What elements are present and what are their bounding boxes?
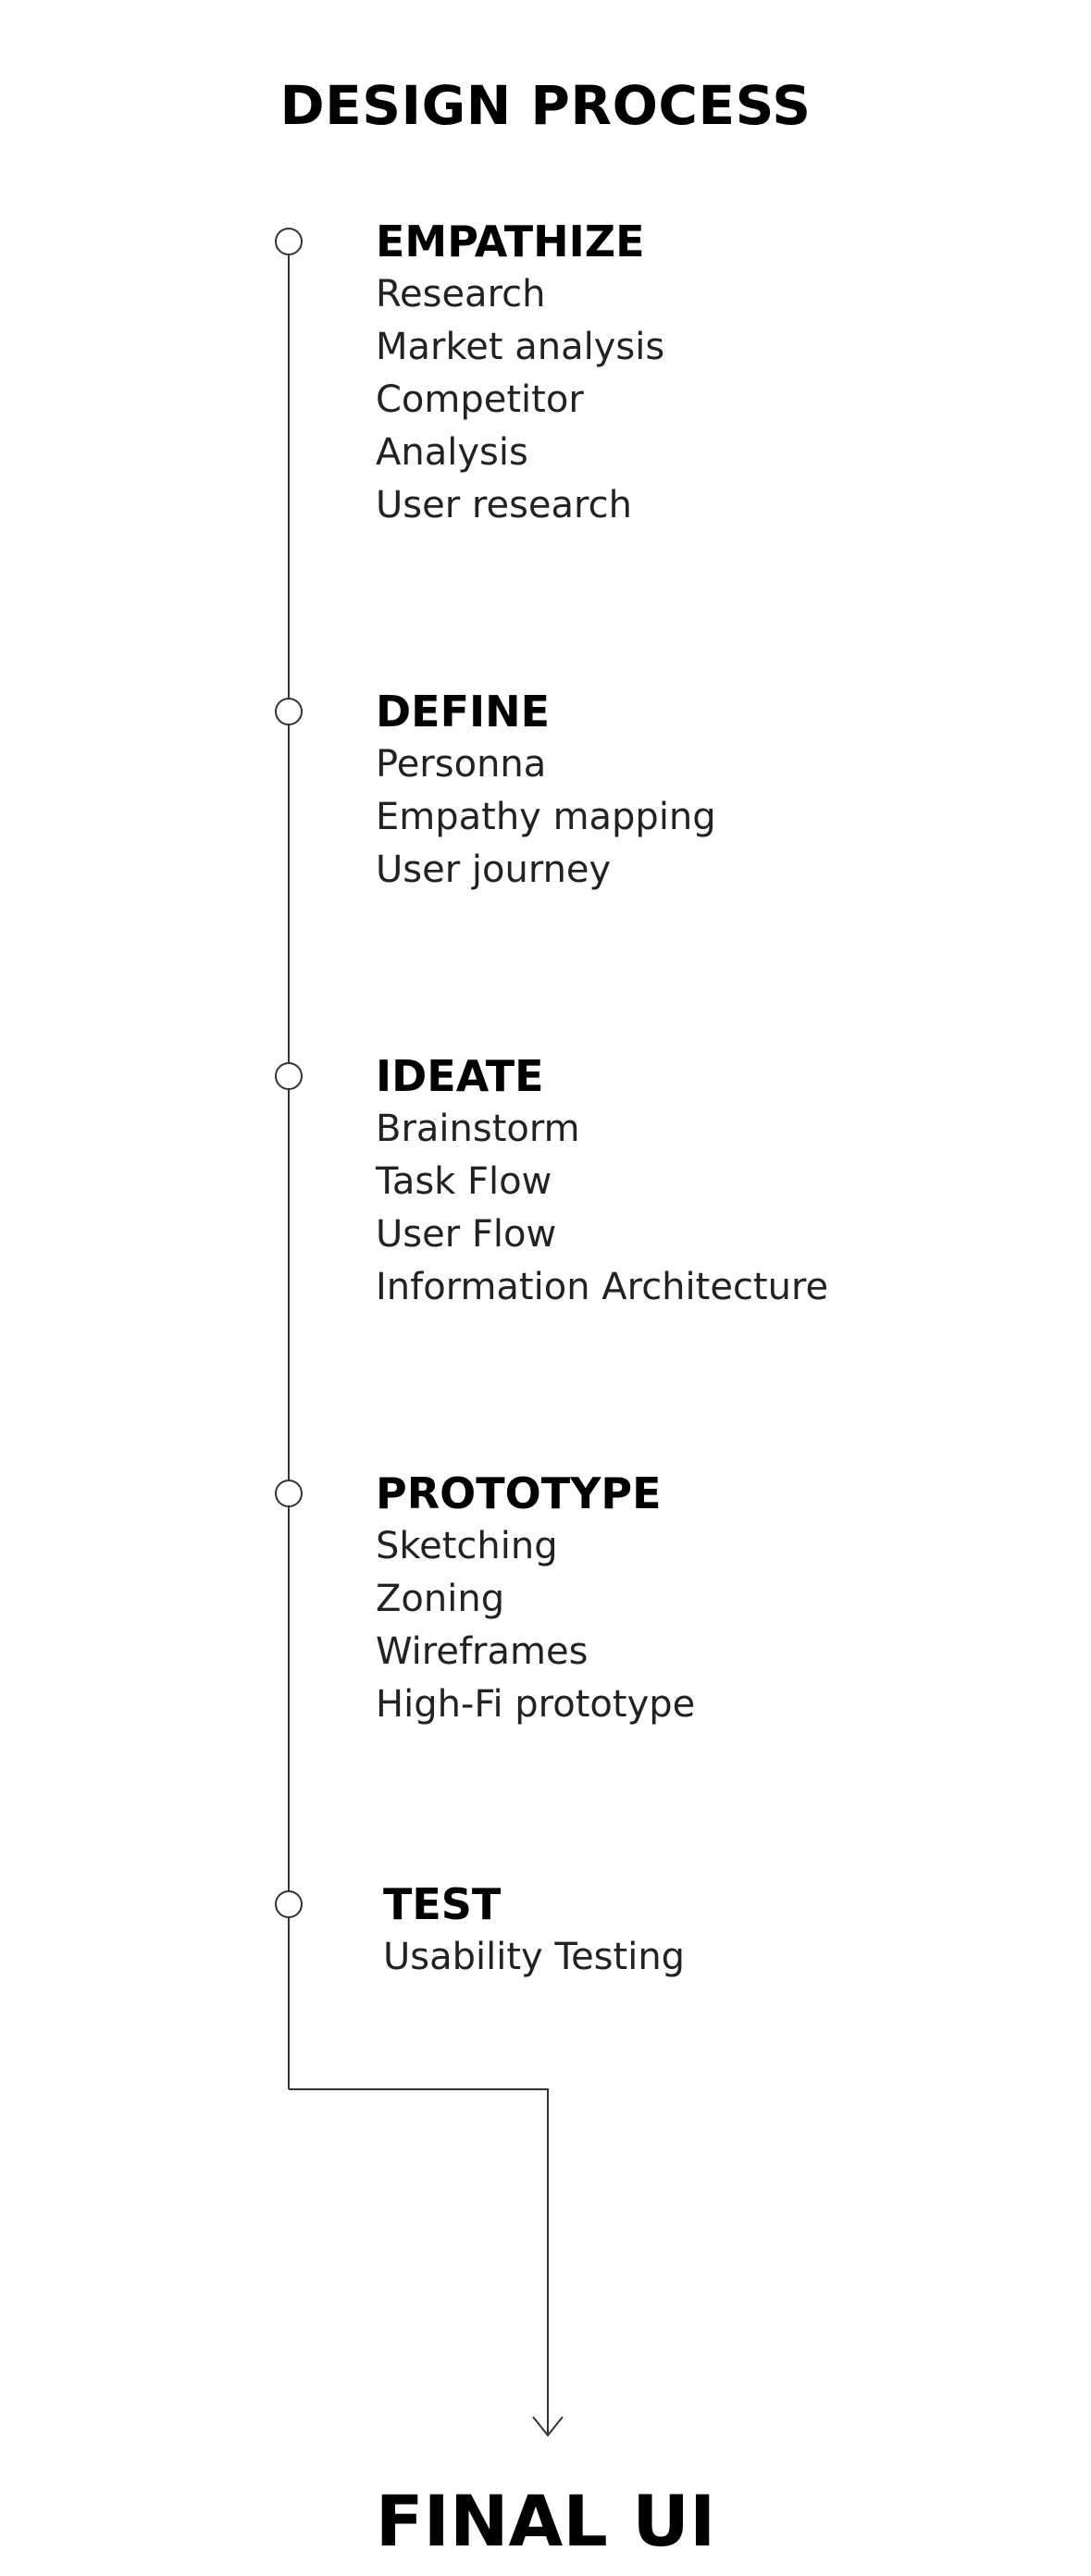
timeline-node-define — [275, 698, 303, 725]
stage-heading: EMPATHIZE — [376, 217, 645, 266]
timeline-node-prototype — [275, 1480, 303, 1507]
timeline-node-empathize — [275, 228, 303, 255]
stage-item: Task Flow — [376, 1160, 552, 1203]
stage-item: Information Architecture — [376, 1266, 829, 1308]
stage-item: Brainstorm — [376, 1108, 580, 1150]
stage-test: TEST Usability Testing — [383, 1877, 685, 1984]
stage-heading: TEST — [383, 1879, 502, 1929]
stage-item: Empathy mapping — [376, 796, 716, 838]
stage-item: High-Fi prototype — [376, 1683, 696, 1726]
stage-heading: PROTOTYPE — [376, 1468, 662, 1518]
stage-item: Competitor — [376, 378, 584, 421]
stage-item: User Flow — [376, 1213, 557, 1256]
stage-item: User research — [376, 484, 632, 526]
stage-item: Analysis — [376, 431, 528, 474]
page-title: DESIGN PROCESS — [279, 74, 812, 137]
stage-empathize: EMPATHIZE Research Market analysis Compe… — [376, 215, 664, 532]
connector-to-final — [289, 2088, 549, 2435]
stage-prototype: PROTOTYPE Sketching Zoning Wireframes Hi… — [376, 1467, 695, 1731]
stage-define: DEFINE Personna Empathy mapping User jou… — [376, 685, 716, 897]
stage-item: Market analysis — [376, 326, 665, 368]
stage-heading: IDEATE — [376, 1051, 544, 1101]
stage-item: Personna — [376, 743, 547, 786]
timeline-node-test — [275, 1890, 303, 1918]
stage-item: Usability Testing — [383, 1936, 686, 1978]
stage-item: Research — [376, 273, 546, 316]
stage-heading: DEFINE — [376, 687, 551, 737]
stage-ideate: IDEATE Brainstorm Task Flow User Flow In… — [376, 1049, 828, 1314]
stage-item: Zoning — [376, 1578, 505, 1620]
final-ui-label: FINAL UI — [375, 2480, 716, 2562]
stage-item: Sketching — [376, 1525, 558, 1567]
stage-item: User journey — [376, 848, 612, 891]
arrowhead-icon — [532, 2416, 564, 2437]
timeline-node-ideate — [275, 1062, 303, 1090]
stage-item: Wireframes — [376, 1630, 589, 1673]
